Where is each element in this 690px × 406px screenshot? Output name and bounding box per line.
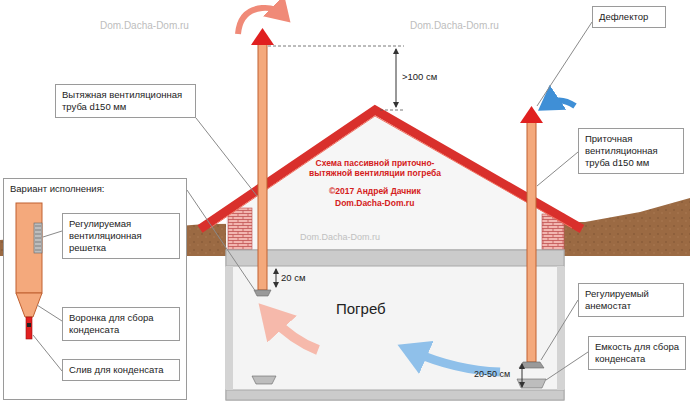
- callout-text: Воронка для сбора конденсата: [69, 312, 173, 336]
- callout-sub-box: Регулируемая вентиляционная решетка: [62, 213, 180, 259]
- credit-text: Dom.Dacha-Dom.ru: [335, 198, 414, 208]
- callout-text: Емкость для сбора конденсата: [595, 341, 679, 365]
- watermark: Dom.Dacha-Dom.ru: [100, 20, 189, 31]
- callout-sub-box: Воронка для сбора конденсата: [62, 307, 180, 341]
- callout-box: Приточная вентиляционная труба d150 мм: [578, 128, 684, 174]
- credit-text: ©2017 Андрей Дачник: [329, 186, 421, 196]
- callout-text: Вариант исполнения:: [10, 183, 180, 195]
- watermark: Dom.Dacha-Dom.ru: [410, 20, 499, 31]
- dimension-label: >100 см: [402, 71, 437, 82]
- callout-box: Регулируемый анемостат: [578, 283, 684, 317]
- callout-text: Вытяжная вентиляционная труба d150 мм: [62, 89, 189, 113]
- callout-text: Дефлектор: [599, 11, 659, 23]
- room-label: Погреб: [336, 300, 386, 317]
- watermark: Dom.Dacha-Dom.ru: [300, 232, 380, 242]
- callout-box: Вытяжная вентиляционная труба d150 мм: [55, 84, 196, 118]
- diagram-title: Схема пассивной приточно-вытяжной вентил…: [300, 158, 450, 178]
- callout-text: Регулируемая вентиляционная решетка: [69, 218, 173, 254]
- callout-sub-box: Слив для конденсата: [62, 359, 180, 381]
- dimension-label: 20-50 см: [474, 369, 510, 379]
- callout-text: Приточная вентиляционная труба d150 мм: [585, 133, 677, 169]
- callout-box: Вариант исполнения: Регулируемая вентиляц…: [3, 178, 187, 400]
- callout-box: Емкость для сбора конденсата: [588, 336, 686, 370]
- callout-text: Регулируемый анемостат: [585, 288, 677, 312]
- callout-box: Дефлектор: [592, 6, 666, 28]
- dimension-label: 20 см: [281, 272, 306, 283]
- callout-text: Слив для конденсата: [69, 364, 173, 376]
